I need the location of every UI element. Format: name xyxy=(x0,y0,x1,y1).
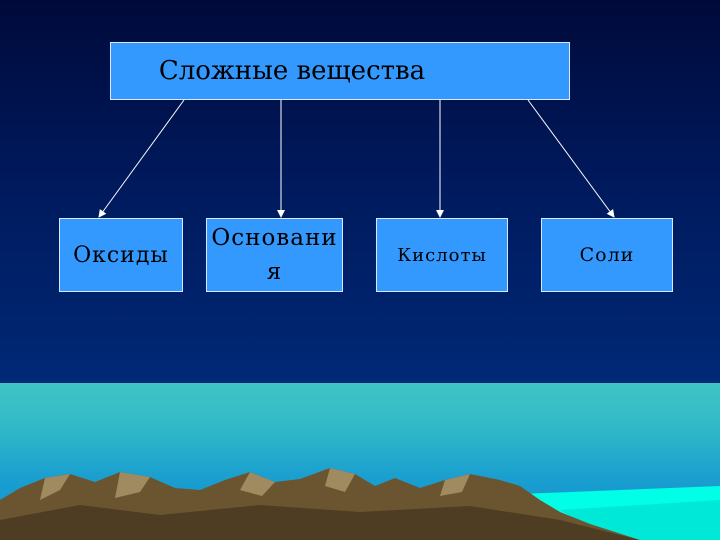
child-node-acids: Кислоты xyxy=(376,218,508,292)
mountain-shadows xyxy=(0,505,640,540)
root-node-complex-substances: Сложные вещества xyxy=(110,42,570,100)
arrow-to-oxides xyxy=(98,99,185,218)
child-node-label: Соли xyxy=(579,244,635,266)
child-node-oxides: Оксиды xyxy=(59,218,183,292)
child-node-bases: Основания xyxy=(206,218,343,292)
child-node-label: Оксиды xyxy=(73,242,169,268)
child-node-salts: Соли xyxy=(541,218,673,292)
arrow-to-salts xyxy=(527,99,615,218)
root-node-label: Сложные вещества xyxy=(158,56,426,86)
child-node-label: Кислоты xyxy=(397,244,487,266)
child-node-label: Основания xyxy=(211,225,338,285)
mountain-highlights xyxy=(40,468,470,500)
